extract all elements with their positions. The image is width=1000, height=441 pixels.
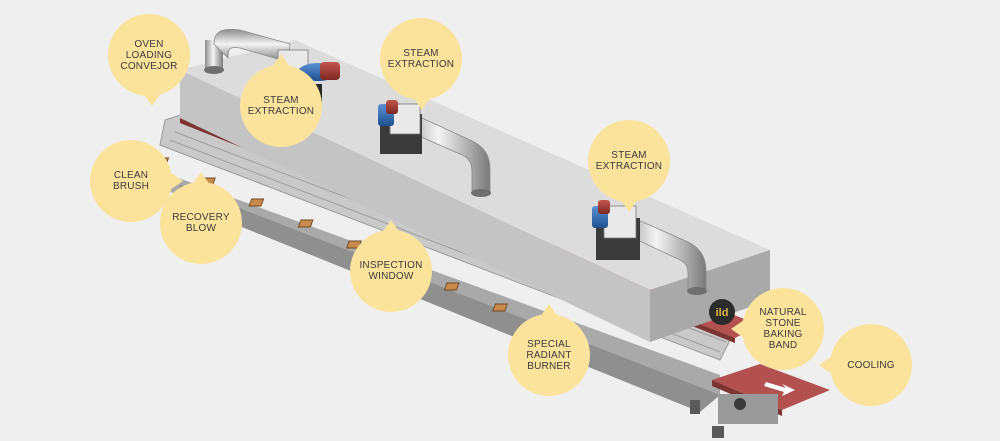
- pointer-special-radiant-burner: [540, 304, 558, 317]
- callout-label: STEAM EXTRACTION: [595, 150, 663, 172]
- callout-inspection-window: INSPECTION WINDOW: [350, 230, 432, 312]
- callout-label: COOLING: [847, 359, 895, 371]
- callout-label: INSPECTION WINDOW: [359, 260, 423, 282]
- callout-oven-loading-conveyor: OVEN LOADING CONVEJOR: [108, 14, 190, 96]
- callout-label: NATURAL STONE BAKING BAND: [759, 307, 807, 351]
- callout-cooling: COOLING: [830, 324, 912, 406]
- callout-label: STEAM EXTRACTION: [247, 95, 315, 117]
- callout-recovery-blow: RECOVERY BLOW: [160, 182, 242, 264]
- callout-special-radiant-burner: SPECIAL RADIANT BURNER: [508, 314, 590, 396]
- callout-steam-extraction-1: STEAM EXTRACTION: [240, 65, 322, 147]
- callout-label: CLEAN BRUSH: [112, 170, 149, 192]
- fan-motor-3: [592, 200, 640, 260]
- callout-label: SPECIAL RADIANT BURNER: [526, 338, 572, 372]
- pointer-steam-extraction-3: [620, 199, 638, 212]
- callout-label: RECOVERY BLOW: [172, 212, 230, 234]
- pointer-clean-brush: [170, 172, 183, 190]
- pointer-natural-stone-baking-band: [731, 320, 744, 338]
- callout-steam-extraction-3: STEAM EXTRACTION: [588, 120, 670, 202]
- callout-steam-extraction-2: STEAM EXTRACTION: [380, 18, 462, 100]
- svg-text:ild: ild: [716, 307, 729, 319]
- cooling-conveyor: [690, 364, 830, 438]
- pointer-oven-loading-conveyor: [143, 93, 161, 106]
- callout-natural-stone-baking-band: NATURAL STONE BAKING BAND: [742, 288, 824, 370]
- callout-label: OVEN LOADING CONVEJOR: [120, 38, 178, 72]
- callout-label: STEAM EXTRACTION: [387, 48, 455, 70]
- pointer-recovery-blow: [192, 172, 210, 185]
- pointer-steam-extraction-1: [272, 54, 290, 67]
- pointer-steam-extraction-2: [413, 97, 431, 110]
- steam-extraction-pipe-1: [204, 28, 291, 74]
- brand-logo-icon: ild: [709, 299, 735, 325]
- oven-hood-end: [650, 250, 770, 342]
- pointer-cooling: [819, 356, 832, 374]
- callout-clean-brush: CLEAN BRUSH: [90, 140, 172, 222]
- pointer-inspection-window: [382, 220, 400, 233]
